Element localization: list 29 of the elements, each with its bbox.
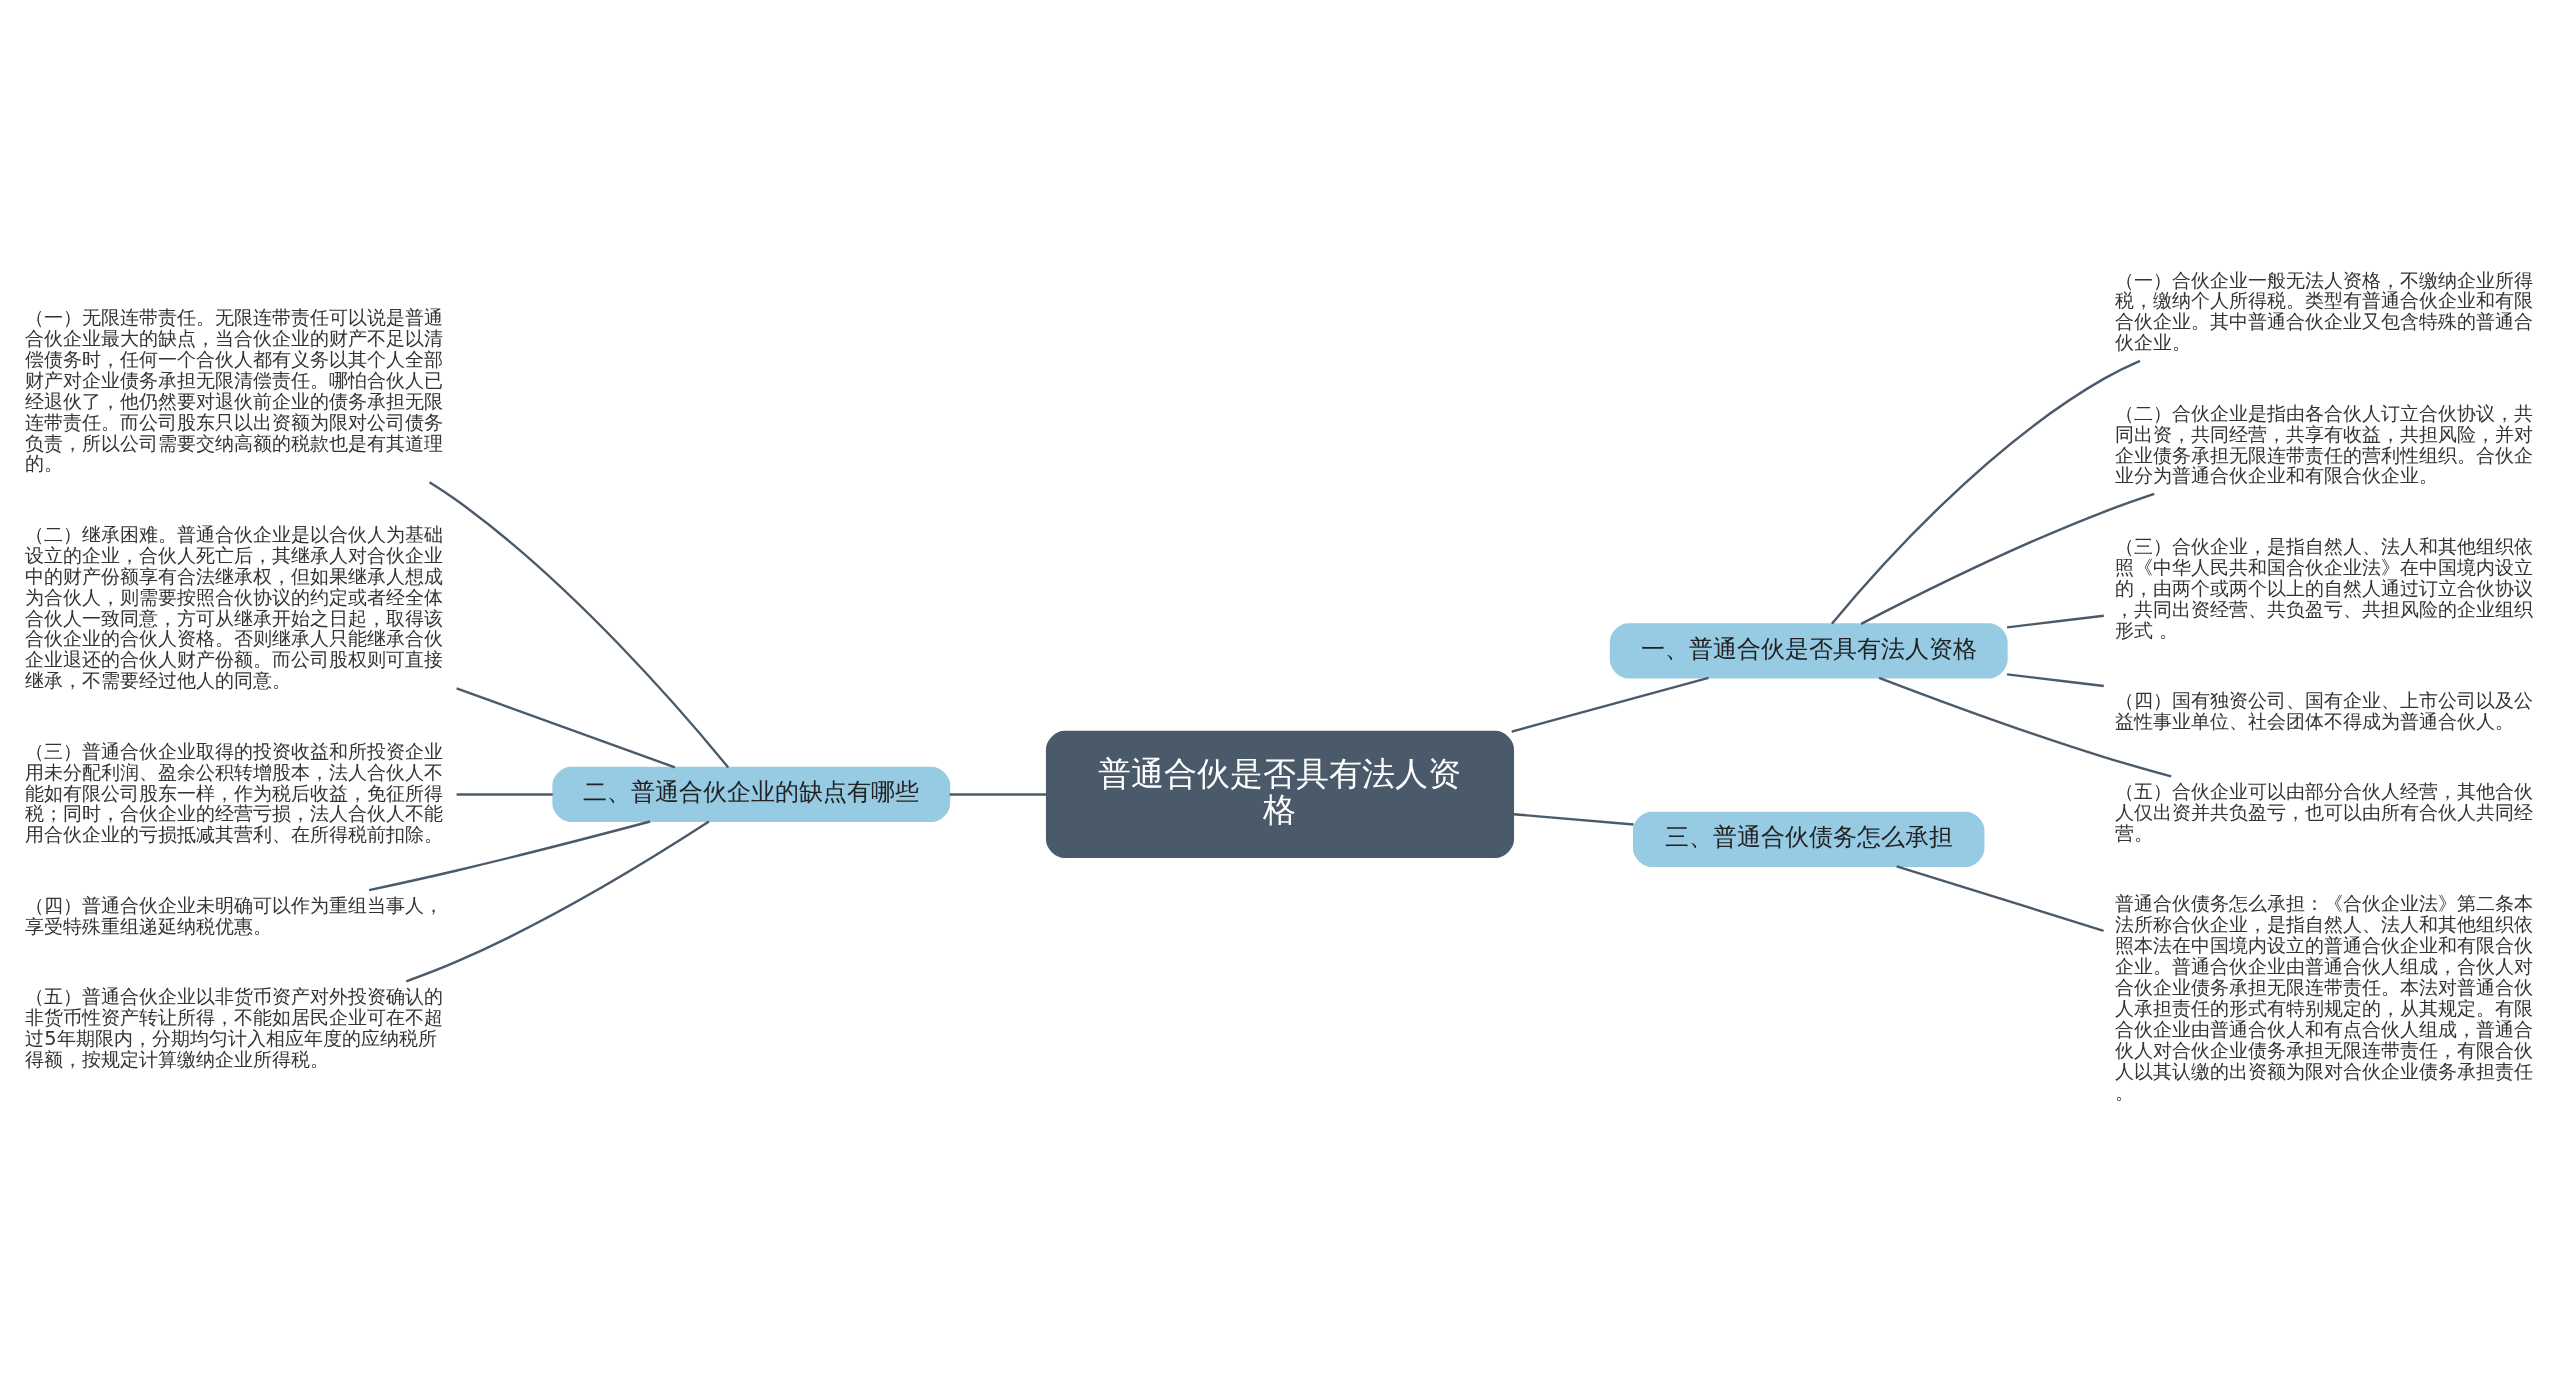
connector — [1511, 676, 1709, 733]
node-box: 二、普通合伙企业的缺点有哪些 — [552, 766, 951, 823]
connector — [405, 820, 710, 983]
connector — [1896, 865, 2104, 932]
connector — [2006, 673, 2104, 688]
node-text: （一）无限连带责任。无限连带责任可以说是普通合伙企业最大的缺点，当合伙企业的财产不足以清偿债务时，任何一个合伙人都有义务以其个人全部财产对企业债务承担无限清偿责任。哪怕合伙人已经退伙了，他仍然要对退伙前企业的债务承担无限连带责任。而公司股东只以出资额为限对公司债务负责，所以公司需要交纳高额的税款也是有其道理的。 — [25, 305, 444, 476]
connector — [456, 793, 553, 796]
connector — [1831, 359, 2141, 625]
node-box: 普通合伙是否具有法人资格 — [1045, 730, 1515, 858]
node-text: （四）普通合伙企业未明确可以作为重组当事人，享受特殊重组递延纳税优惠。 — [25, 893, 444, 938]
node-text: （五）普通合伙企业以非货币资产对外投资确认的非货币性资产转让所得，不能如居民企业可在不超过5年期限内，分期均匀计入相应年度的应纳税所得额，按规定计算缴纳企业所得税。 — [25, 984, 444, 1071]
node-text: （五）合伙企业可以由部分合伙人经营，其他合伙人仅出资并共负盈亏，也可以由所有合伙人共同经营。 — [2114, 780, 2533, 845]
node-text: （二）合伙企业是指由各合伙人订立合伙协议，共同出资，共同经营，共享有收益，共担风险，并对企业债务承担无限连带责任的营利性组织。合伙企业分为普通合伙企业和有限合伙企业。 — [2114, 401, 2533, 488]
connector — [456, 687, 676, 769]
node-text: 普通合伙债务怎么承担：《合伙企业法》第二条本法所称合伙企业，是指自然人、法人和其他组织依照本法在中国境内设立的普通合伙企业和有限合伙企业。普通合伙企业由普通合伙人组成，合伙人对合伙企业债务承担无限连带责任。本法对普通合伙人承担责任的形式有特别规定的，从其规定。有限合伙企业由普通合伙人和有点合伙人组成，普通合伙人对合伙企业债务承担无限连带责任，有限合伙人以其认缴的出资额为限对合伙企业债务承担责任。 — [2114, 892, 2533, 1104]
connector — [1860, 492, 2155, 625]
connector — [368, 820, 651, 892]
connector — [949, 793, 1047, 796]
node-text: （三）合伙企业，是指自然人、法人和其他组织依照《中华人民共和国合伙企业法》在中国境内设立的，由两个或两个以上的自然人通过订立合伙协议，共同出资经营、共负盈亏、共担风险的企业组织形式 。 — [2114, 534, 2533, 642]
connector — [2006, 614, 2104, 629]
node-text: （二）继承困难。普通合伙企业是以合伙人为基础设立的企业，合伙人死亡后，其继承人对合伙企业中的财产份额享有合法继承权，但如果继承人想成为合伙人，则需要按照合伙协议的约定或者经全体合伙人一致同意，方可从继承开始之日起，取得该合伙企业的合伙人资格。否则继承人只能继承合伙企业退还的合伙人财产份额。而公司股权则可直接继承，不需要经过他人的同意。 — [25, 522, 444, 693]
node-text: （一）合伙企业一般无法人资格，不缴纳企业所得税，缴纳个人所得税。类型有普通合伙企业和有限合伙企业。其中普通合伙企业又包含特殊的普通合伙企业。 — [2114, 268, 2533, 355]
connector — [1513, 813, 1634, 826]
node-box: 三、普通合伙债务怎么承担 — [1632, 811, 1985, 867]
node-text: （四）国有独资公司、国有企业、上市公司以及公益性事业单位、社会团体不得成为普通合伙人。 — [2114, 688, 2533, 733]
node-text: （三）普通合伙企业取得的投资收益和所投资企业用未分配利润、盈余公积转增股本，法人合伙人不能如有限公司股东一样，作为税后收益，免征所得税；同时，合伙企业的经营亏损，法人合伙人不能用合伙企业的亏损抵减其营利、在所得税前扣除。 — [25, 739, 444, 847]
connector — [1878, 676, 2172, 778]
connector — [428, 481, 730, 769]
node-box: 一、普通合伙是否具有法人资格 — [1609, 623, 2008, 679]
